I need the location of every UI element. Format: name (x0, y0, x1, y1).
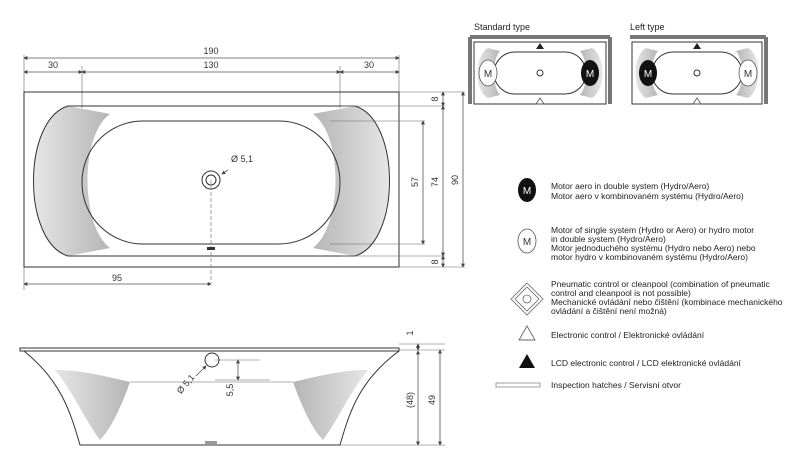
legend-item: Electronic control / Elektronické ovládá… (518, 325, 705, 341)
motor-letter-std-left: M (484, 69, 492, 80)
legend-text: LCD electronic control / LCD elektronick… (551, 358, 742, 368)
legend-item: Pneumatic control or cleanpool (combinat… (510, 279, 783, 316)
dim-total-width: 90 (450, 175, 460, 185)
tub-outline-top (23, 91, 400, 268)
legend-text: ovládání a čištění není možná) (551, 306, 667, 316)
tub-right-slope (313, 106, 390, 256)
standard-type-label: Standard type (474, 22, 530, 32)
motor-outline-icon-std (478, 59, 498, 87)
legend-item: M Motor aero in double system (Hydro/Aer… (518, 178, 744, 202)
side-view: Ø 5,1 5,5 1 (48) 49 (19, 330, 445, 446)
dim-inner-depth: (48) (405, 392, 415, 408)
legend-item: Inspection hatches / Servisní otvor (495, 380, 681, 390)
dim-rim: 1 (405, 330, 415, 335)
legend-text: Electronic control / Elektronické ovládá… (551, 330, 705, 340)
dim-total-depth: 49 (427, 395, 437, 405)
dim-right-margin: 30 (364, 60, 374, 70)
legend: M Motor aero in double system (Hydro/Aer… (495, 178, 783, 390)
left-type-label: Left type (630, 22, 665, 32)
tub-rim-side (19, 347, 400, 352)
triangle-filled-icon (519, 354, 535, 368)
motor-outline-icon-left (738, 59, 758, 87)
motor-letter-std-right: M (586, 69, 594, 80)
dim-inner-width: 57 (410, 177, 420, 187)
lcd-control-icon-left (693, 43, 701, 49)
dim-left-margin: 30 (48, 60, 58, 70)
motor-outline-icon (517, 228, 537, 254)
lcd-control-icon-std (536, 43, 544, 49)
motor-filled-icon-left (639, 60, 657, 86)
dim-mid-width: 74 (430, 177, 440, 187)
triangle-outline-icon (518, 325, 536, 341)
drain-inner (205, 174, 217, 186)
tub-right-shade-side (293, 370, 368, 440)
inspection-hatch-icon (495, 382, 541, 388)
legend-text: Inspection hatches / Servisní otvor (551, 380, 681, 390)
dim-drain-height: 5,5 (225, 384, 235, 397)
left-type-diagram: Left type M M (630, 22, 768, 105)
legend-text: Motor jednoduchého systému (Hydro nebo A… (551, 243, 756, 253)
legend-text: Pneumatic control or cleanpool (combinat… (551, 279, 771, 289)
dim-drain-diameter-side: Ø 5,1 (175, 372, 197, 395)
legend-text: Motor of single system (Hydro or Aero) o… (551, 225, 754, 235)
standard-type-diagram: Standard type M M (468, 22, 612, 105)
legend-item: M Motor of single system (Hydro or Aero)… (517, 225, 756, 262)
tub-left-shade-side (55, 370, 130, 440)
top-view: 190 30 130 30 Ø 5,1 95 (23, 46, 465, 290)
legend-text: Motor aero in double system (Hydro/Aero) (551, 181, 709, 191)
legend-text: motor hydro v kombinovaném systému (Hydr… (551, 252, 748, 262)
legend-text: Motor aero v kombinovaném systému (Hydro… (551, 191, 744, 201)
legend-text: Mechanické ovládání nebo čištění (kombin… (551, 297, 783, 307)
dim-bottom-rim: 8 (430, 259, 440, 264)
pneumatic-diamond-icon (510, 282, 544, 316)
overflow-drain (204, 352, 220, 368)
legend-text: in double system (Hydro/Aero) (551, 234, 666, 244)
dim-inner-length: 130 (203, 60, 218, 70)
motor-filled-icon (518, 178, 536, 202)
motor-filled-icon-std (581, 60, 599, 86)
tub-left-slope (33, 106, 110, 256)
legend-text: control and cleanpool is not possible) (551, 288, 691, 298)
electronic-control-icon-left (692, 97, 702, 105)
legend-motor-letter-filled: M (523, 186, 531, 197)
dim-drain-offset: 95 (112, 273, 122, 283)
legend-motor-letter-outline: M (523, 237, 531, 248)
electronic-control-icon-std (535, 97, 545, 105)
dim-total-length: 190 (203, 46, 218, 56)
legend-item: LCD electronic control / LCD elektronick… (519, 354, 742, 368)
dim-top-rim: 8 (430, 96, 440, 101)
dim-drain-diameter-top: Ø 5,1 (231, 154, 253, 164)
motor-letter-left-right: M (744, 69, 752, 80)
motor-letter-left-left: M (644, 69, 652, 80)
